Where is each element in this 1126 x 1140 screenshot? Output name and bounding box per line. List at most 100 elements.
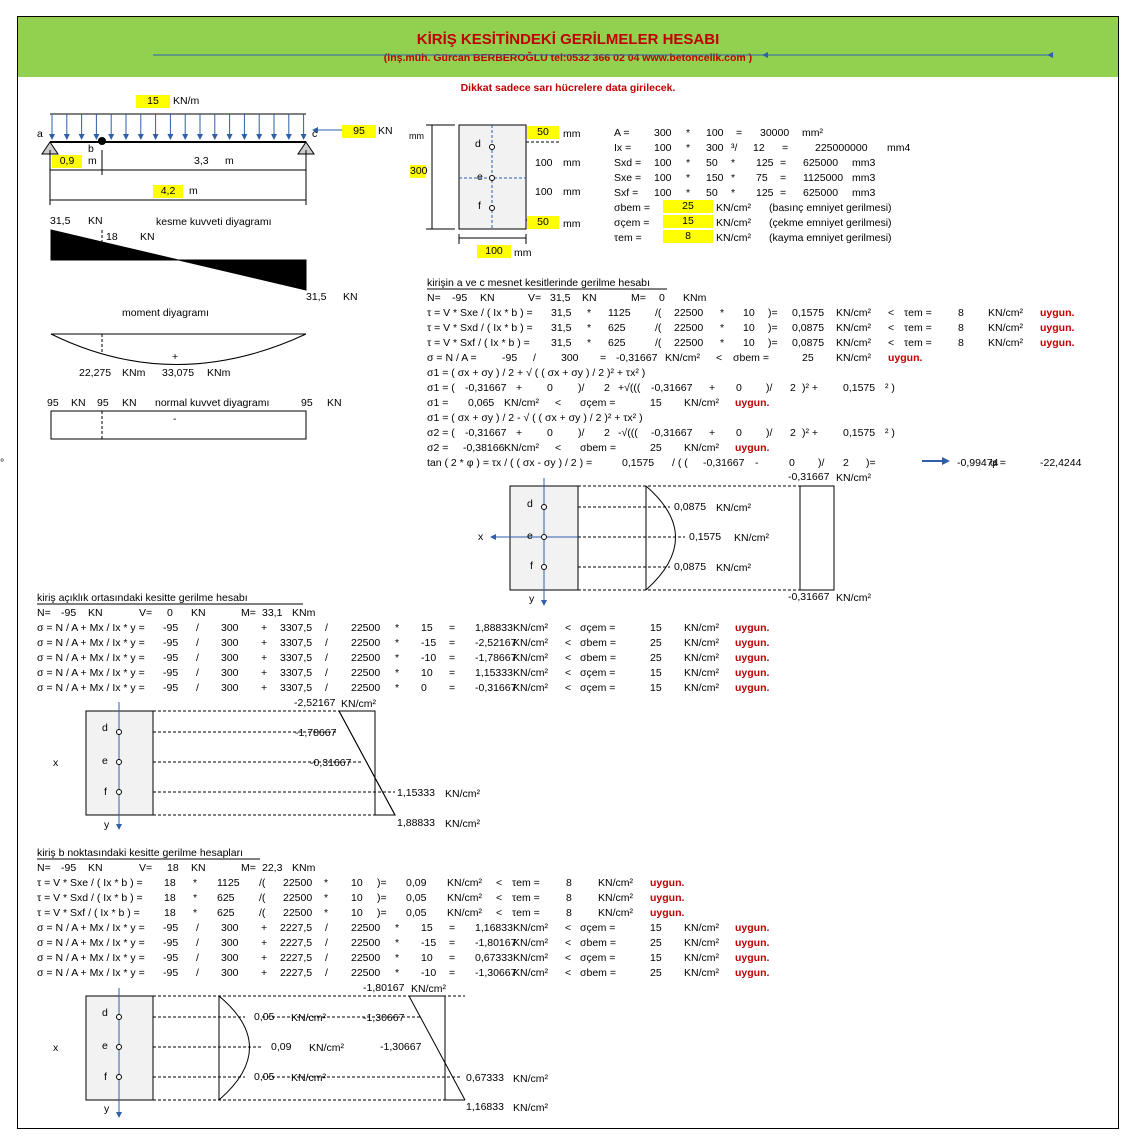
cell-text: 625 <box>217 907 235 919</box>
section2-title: kiriş açıklık ortasındaki kesitte gerilm… <box>37 592 248 604</box>
cell-text: KN/cm² <box>716 502 751 514</box>
cell-text: -10 <box>421 652 437 664</box>
cell-text: < <box>555 442 562 454</box>
cell-text: e <box>102 1040 108 1052</box>
cell-text: * <box>395 967 400 979</box>
cell-text: KN/cm² <box>716 217 751 229</box>
cell-text: / <box>325 622 328 634</box>
cell-text: 95 <box>47 397 59 409</box>
cell-text: KN/cm² <box>598 907 633 919</box>
cell-text: σbem = <box>580 442 616 454</box>
cell-text: * <box>720 337 725 349</box>
cell-text: y <box>104 1103 110 1115</box>
arrow-head <box>137 134 144 140</box>
cell-text: 300 <box>221 637 239 649</box>
cell-text: + <box>261 682 268 694</box>
cell-text: 1,16833 <box>466 1101 504 1113</box>
cell-text: < <box>565 667 572 679</box>
cell-text: +√((( <box>618 382 641 394</box>
normal-title: normal kuvvet diyagramı <box>155 397 270 409</box>
point-marker <box>541 534 547 540</box>
cell-text: 2227,5 <box>280 967 313 979</box>
cell-text: ² ) <box>885 427 895 439</box>
cell-text: = <box>449 667 456 679</box>
cell-text: KN/cm² <box>513 682 548 694</box>
cell-text: ³/ <box>731 142 738 154</box>
cell-text: e <box>527 530 533 542</box>
cell-text: -95 <box>163 922 179 934</box>
cell-text: 1,88833 <box>397 817 435 829</box>
arrow-head <box>312 127 318 133</box>
cell-text: + <box>709 427 716 439</box>
line <box>408 995 466 1101</box>
cell-text: / <box>325 652 328 664</box>
cell-text: )= <box>768 322 778 334</box>
cell-text: d <box>102 1007 108 1019</box>
arrow-head <box>541 600 547 606</box>
cell-text: 1125000 <box>803 172 844 184</box>
cell-text: Sxe = <box>614 172 642 184</box>
cell-text: 0,1575 <box>792 307 825 319</box>
cell-text: M= <box>241 862 256 874</box>
cell-text: e <box>102 755 108 767</box>
cell-text: 0,09 <box>406 877 427 889</box>
cell-text: 150 <box>706 172 724 184</box>
cell-text: KN/cm² <box>504 397 539 409</box>
cell-text: -0,31667 <box>651 382 693 394</box>
cell-text: 15 <box>650 682 662 694</box>
cell-text: 100 <box>654 187 672 199</box>
cell-text: 2 <box>604 427 610 439</box>
cell-text: -0,31667 <box>703 457 745 469</box>
cell-text: 3307,5 <box>280 637 313 649</box>
cell-text: 0 <box>789 457 795 469</box>
page-title: KİRİŞ KESİTİNDEKİ GERİLMELER HESABI <box>416 31 720 48</box>
cell-text: 0,0875 <box>792 322 825 334</box>
cell-text: mm <box>563 186 581 198</box>
cell-text: 25 <box>650 652 662 664</box>
cell-text: 22500 <box>351 967 381 979</box>
cell-text: < <box>565 637 572 649</box>
cell-text: -10 <box>421 967 437 979</box>
cell-text: = <box>782 142 789 154</box>
cell-text: 15 <box>650 922 662 934</box>
cell-text: σçem = <box>614 217 650 229</box>
cell-text: A = <box>614 127 630 139</box>
cell-text: -1,80167 <box>363 982 405 994</box>
cell-text: )= <box>377 877 387 889</box>
cell-text: 8 <box>566 892 572 904</box>
cell-text: σçem = <box>580 622 616 634</box>
cell-text: σ1 = ( σx + σy ) / 2 + √ ( ( σx + σy ) /… <box>427 367 646 379</box>
cell-text: 2227,5 <box>280 922 313 934</box>
cell-text: 22500 <box>351 667 381 679</box>
cell-text: / ( ( <box>672 457 688 469</box>
cell-text: -95 <box>452 292 468 304</box>
cell-text: KN/cm² <box>447 892 482 904</box>
cell-text: KN <box>140 231 155 243</box>
cell-text: f <box>104 786 107 798</box>
cell-text: / <box>196 922 199 934</box>
cell-text: uygun. <box>735 667 770 679</box>
cell-text: KN/cm² <box>684 442 719 454</box>
cell-text: 100 <box>654 157 672 169</box>
cell-text: KN/cm² <box>513 1073 548 1085</box>
point-marker <box>116 1014 122 1020</box>
cell-text: -√((( <box>618 427 638 439</box>
cell-text: /( <box>259 877 266 889</box>
cell-text: 10 <box>743 337 755 349</box>
cell-text: mm3 <box>852 157 876 169</box>
cell-text: KN/cm² <box>836 307 871 319</box>
arrow-head <box>300 134 307 140</box>
cell-text: * <box>731 172 736 184</box>
cell-text: KN/cm² <box>734 532 769 544</box>
cell-text: + <box>71 248 78 260</box>
cell-text: f <box>530 560 533 572</box>
cell-text: -1,30667 <box>363 1012 405 1024</box>
arrow-head <box>490 534 496 540</box>
cell-text: KN/cm² <box>513 1102 548 1114</box>
cell-text: 31,5 <box>550 292 571 304</box>
cell-text: KN <box>122 397 137 409</box>
cell-text: - <box>173 413 177 425</box>
cell-text: * <box>395 952 400 964</box>
cell-text: 0,05 <box>406 892 427 904</box>
cell-text: 0,1575 <box>843 382 876 394</box>
